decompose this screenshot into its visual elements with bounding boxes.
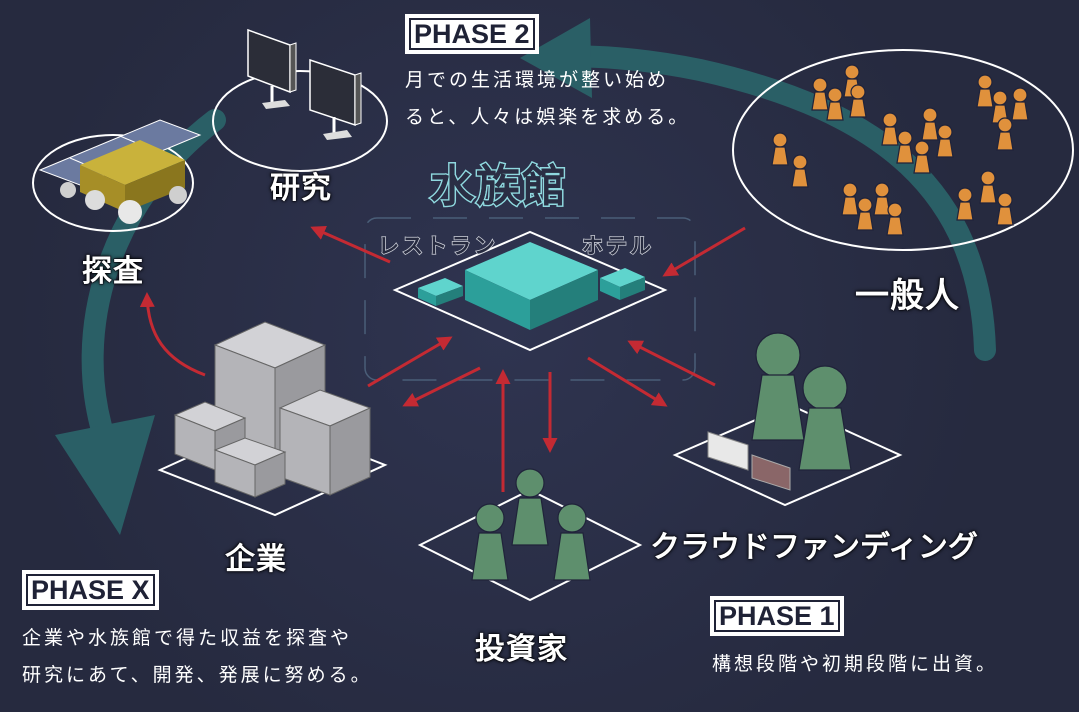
exploration-label: 探査: [81, 253, 144, 289]
investors-label: 投資家: [474, 631, 568, 667]
investor-figures: [417, 468, 643, 602]
phase2-badge: PHASE 2: [405, 14, 539, 54]
public-ellipse: [732, 49, 1074, 251]
cycle-arrow-top: [520, 18, 996, 361]
research-label: 研究: [269, 170, 332, 206]
phase1-description: 構想段階や初期段階に出資。: [712, 646, 998, 683]
monitor-icon: [247, 28, 297, 109]
companies-label: 企業: [224, 541, 287, 577]
phasex-line1: 企業や水族館で得た収益を探査や: [22, 627, 353, 649]
phase2-line1: 月での生活環境が整い始め: [405, 69, 670, 91]
phasex-description: 企業や水族館で得た収益を探査や 研究にあて、開発、発展に努める。: [22, 620, 373, 694]
phase1-line1: 構想段階や初期段階に出資。: [712, 653, 999, 675]
hotel-label: ホテル: [581, 233, 654, 259]
phase2-description: 月での生活環境が整い始め ると、人々は娯楽を求める。: [405, 62, 690, 136]
phasex-line2: 研究にあて、開発、発展に努める。: [22, 664, 373, 686]
company-buildings: [157, 321, 388, 517]
phase2-line2: ると、人々は娯楽を求める。: [405, 106, 691, 128]
monitor-icon: [309, 58, 362, 140]
exploration-ellipse: [32, 134, 194, 232]
crowdfunding-label: クラウドファンディング: [649, 529, 978, 565]
flow-arrows: [139, 225, 746, 492]
aquarium-title: 水族館: [429, 160, 568, 214]
crowdfunding-figures: [672, 332, 903, 507]
phase1-badge: PHASE 1: [710, 596, 844, 636]
phasex-badge: PHASE X: [22, 570, 159, 610]
research-ellipse: [212, 70, 388, 172]
aquarium-building: [364, 217, 696, 381]
public-figures: [771, 64, 1029, 236]
rover-icon: [38, 119, 202, 224]
restaurant-label: レストラン: [377, 233, 498, 259]
public-label: 一般人: [854, 275, 960, 316]
